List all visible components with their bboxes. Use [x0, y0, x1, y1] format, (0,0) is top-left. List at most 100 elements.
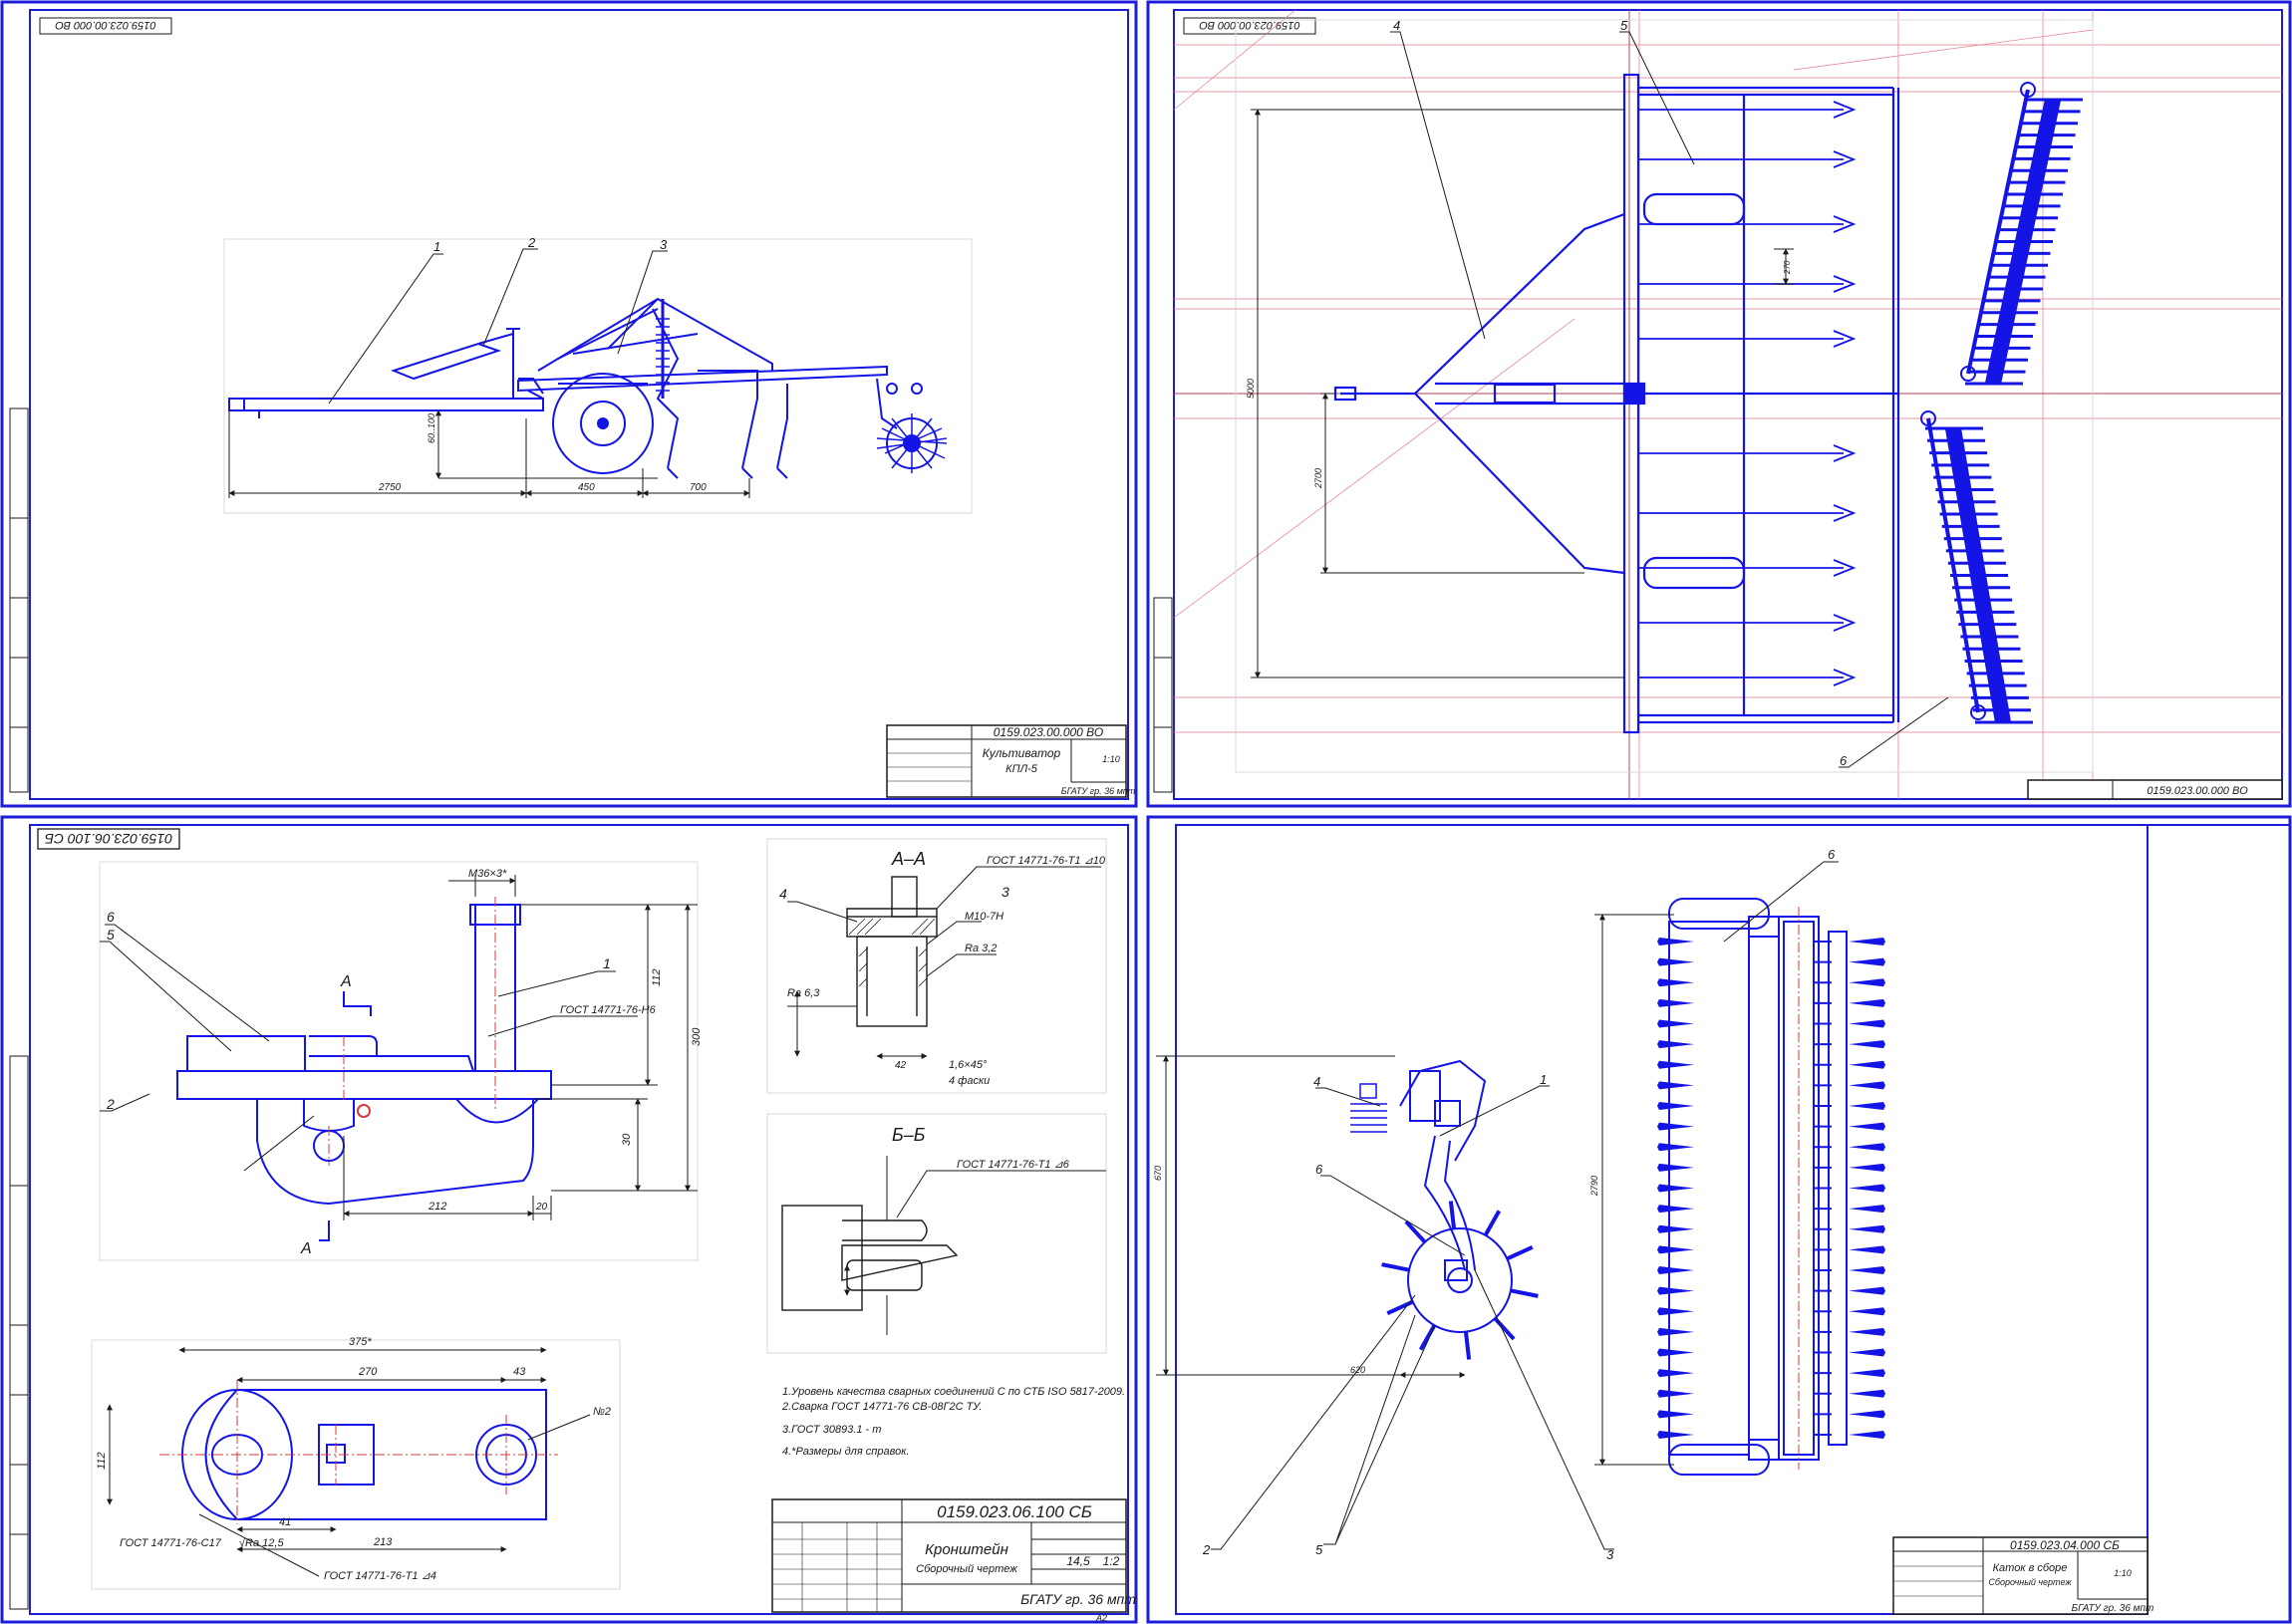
plan-spike-left — [1657, 1184, 1694, 1193]
side-spike — [1381, 1262, 1410, 1272]
dim-270: 270 — [1783, 260, 1792, 275]
dim-41: 41 — [279, 1516, 291, 1528]
plan-spike-left — [1657, 1019, 1694, 1028]
tine-tip — [1833, 330, 1857, 348]
plan-spike-left — [1657, 1060, 1694, 1069]
plan-spike-right — [1849, 1163, 1885, 1172]
sheet-3-title-code: 0159.023.06.100 СБ — [937, 1502, 1092, 1521]
sheet-4-title-block — [1892, 1536, 2149, 1615]
section-mark-top: А — [340, 973, 352, 990]
plan-spike-left — [1657, 1205, 1694, 1214]
bracket-leader-5: 5 — [107, 927, 115, 943]
cultivator-spring-stack — [656, 318, 670, 392]
sheet-3-scale: 1:2 — [1103, 1554, 1120, 1568]
plan-spike-right — [1849, 1266, 1885, 1274]
sheet-4-org: БГАТУ гр. 36 мпт — [2072, 1603, 2154, 1614]
sheet-1-title-name: Культиватор — [983, 746, 1061, 760]
roller-frame — [1926, 417, 1980, 713]
cultivator-plan-view — [1333, 73, 1900, 734]
plan-roller-top — [1960, 82, 2083, 386]
sheet-1-side-strip — [9, 407, 29, 793]
bracket-hole-mark — [357, 1104, 371, 1118]
leader-1: 1 — [433, 239, 440, 254]
plan-spike-left — [1657, 1410, 1694, 1419]
section-aa-title: А–А — [891, 849, 926, 869]
dim-30: 30 — [621, 1133, 633, 1146]
plan-tines — [1638, 101, 1857, 686]
label-ra125: √Ra 12,5 — [239, 1537, 284, 1549]
s4-leader-2: 2 — [1202, 1542, 1211, 1557]
plan-spike-right — [1849, 1184, 1885, 1193]
dim-270-plan: 270 — [358, 1366, 378, 1378]
sheet-2-side-strip — [1153, 597, 1173, 793]
bracket-leader-6: 6 — [107, 909, 115, 925]
dim-174: 112 — [651, 968, 663, 986]
plan-spike-right — [1849, 1389, 1885, 1398]
label-m10: М10-7Н — [965, 911, 1003, 923]
sheet-1-stamp: 0159.023.00.000 ВО — [55, 19, 156, 31]
section-aa-hatch — [848, 918, 936, 987]
side-spike — [1483, 1210, 1502, 1236]
sheet-1-scale: 1:10 — [1102, 754, 1120, 764]
sheet-4-frame — [1175, 824, 2149, 1615]
dim-43: 43 — [513, 1366, 526, 1378]
sheet-1-title-model: КПЛ-5 — [1005, 763, 1038, 775]
sheet-2-title-block — [2027, 779, 2283, 800]
sheet-3-title-block — [771, 1498, 1127, 1613]
label-ra32: Ra 3,2 — [965, 943, 997, 954]
plan-spike-right — [1849, 1327, 1885, 1336]
plan-spike-right — [1849, 1410, 1885, 1419]
plan-spike-left — [1657, 1245, 1694, 1254]
note-2: 2.Сварка ГОСТ 14771-76 СВ-08Г2С ТУ. — [781, 1401, 983, 1413]
bracket-leaders — [100, 924, 616, 1172]
sheet-3-mass: 14,5 — [1066, 1554, 1090, 1568]
section-aa-box — [766, 838, 1107, 1094]
plan-spike-right — [1849, 1286, 1885, 1295]
bracket-plan-box — [91, 1339, 621, 1590]
roller-side-dimensions — [1156, 1055, 1466, 1378]
note-1: 1.Уровень качества сварных соединений С … — [782, 1386, 1125, 1398]
dim-213: 213 — [373, 1536, 393, 1548]
sheet-1-border — [0, 0, 1138, 808]
section-bb-drawing — [781, 1205, 959, 1311]
sheet-2: 0159.023.00.000 ВО — [1146, 0, 2292, 808]
sheet-2-stamp: 0159.023.00.000 ВО — [1199, 19, 1300, 31]
dim-300: 300 — [691, 1027, 703, 1046]
plan-spike-right — [1849, 957, 1885, 966]
plan-spike-right — [1849, 1245, 1885, 1254]
plan-spike-right — [1849, 1369, 1885, 1378]
sheet-3: 0159.023.06.100 СБ — [0, 815, 1138, 1624]
sheet-1-frame — [29, 9, 1129, 800]
plan-spike-left — [1657, 1122, 1694, 1131]
sheet-3-title-name: Кронштейн — [925, 1541, 1008, 1558]
plan-spike-left — [1657, 1102, 1694, 1110]
sheet-2-dimensions — [1251, 109, 1794, 678]
sheet-4-scale: 1:10 — [2114, 1568, 2132, 1578]
label-gost-bot2: ГОСТ 14771-76-Т1 ⊿4 — [324, 1570, 436, 1582]
sheet-1-title-block — [886, 724, 1127, 798]
plan-spike-left — [1657, 1369, 1694, 1378]
dim-375: 375* — [349, 1336, 372, 1348]
section-a-marks — [319, 991, 372, 1241]
leader-2: 2 — [527, 235, 536, 250]
leader-6: 6 — [1840, 753, 1848, 768]
side-spike — [1418, 1324, 1437, 1351]
plan-spike-right — [1849, 1224, 1885, 1233]
dim-700: 700 — [690, 482, 707, 493]
plan-spike-left — [1657, 1224, 1694, 1233]
plan-spike-left — [1657, 957, 1694, 966]
plan-spike-left — [1657, 1163, 1694, 1172]
plan-spike-right — [1849, 1102, 1885, 1110]
dim-670: 670 — [1153, 1166, 1163, 1181]
sheet-1: 0159.023.00.000 ВО — [0, 0, 1138, 808]
label-gost-bb: ГОСТ 14771-76-Т1 ⊿6 — [957, 1159, 1070, 1171]
aa-leader-3: 3 — [1002, 884, 1009, 900]
sheet-1-leaders — [328, 248, 668, 405]
sheet-2-title-code: 0159.023.00.000 ВО — [2147, 785, 2248, 797]
side-spike — [1448, 1201, 1457, 1229]
bracket-plan-dimensions — [107, 1347, 547, 1552]
roller-frame — [1966, 89, 2030, 375]
tine-tip — [1833, 215, 1857, 233]
tine-tip — [1833, 275, 1857, 293]
